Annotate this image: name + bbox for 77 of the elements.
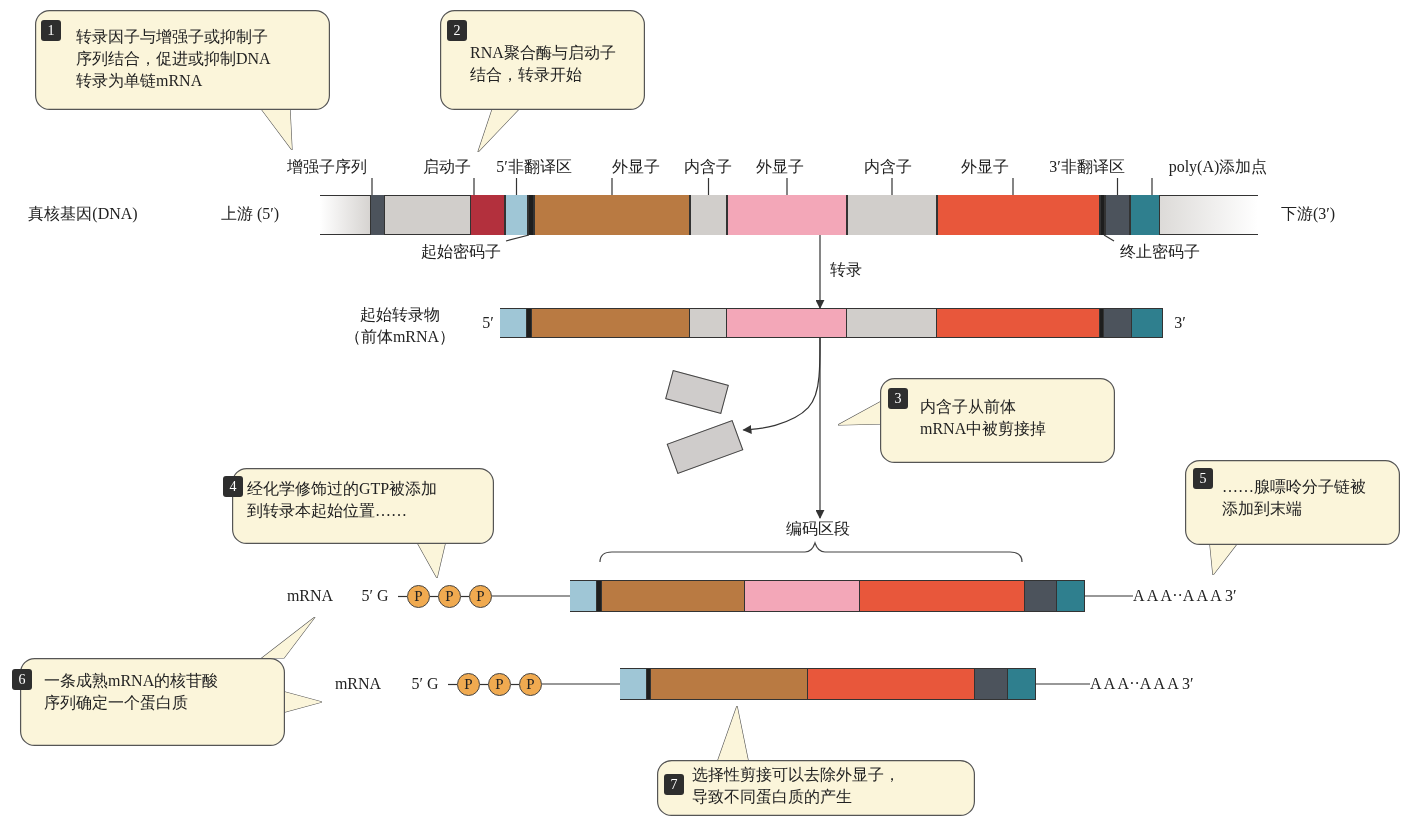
leader-line — [397, 595, 408, 598]
enhancer-segment — [370, 195, 385, 235]
phosphate-circle: P — [519, 673, 542, 696]
callout-number: 7 — [664, 774, 684, 795]
callout-text: 一条成熟mRNA的核苷酸序列确定一个蛋白质 — [44, 671, 220, 713]
callout-number: 3 — [888, 388, 908, 409]
poly-a-tail-label: A A A··A A A 3′ — [1133, 585, 1293, 607]
codon-segment — [1100, 195, 1105, 235]
mrna-strand — [620, 668, 1036, 700]
callout-text: 内含子从前体mRNA中被剪接掉 — [920, 397, 1048, 439]
strand-end-label: 3′ — [1173, 313, 1187, 333]
leader-line — [1035, 683, 1091, 685]
leader-line — [611, 177, 613, 196]
intron-segment — [690, 195, 727, 235]
segment-label: 外显子 — [955, 156, 1015, 178]
leader-line — [473, 177, 475, 196]
gene-label: 真核基因(DNA) — [27, 204, 139, 225]
leader-line — [1084, 595, 1134, 597]
callout-number: 1 — [41, 20, 61, 41]
leader-line — [505, 234, 530, 242]
arrow — [815, 234, 825, 309]
callout-number: 5 — [1193, 468, 1213, 489]
exon-segment — [534, 195, 690, 235]
segment-label: 启动子 — [418, 156, 476, 178]
promoter-segment — [470, 195, 505, 235]
leader-line — [1012, 177, 1014, 196]
mrna-label: mRNA — [285, 586, 335, 606]
segment-label: 内含子 — [678, 156, 738, 178]
phosphate-circle: P — [438, 585, 461, 608]
arrow — [742, 337, 821, 434]
callout-text: 选择性剪接可以去除外显子，导致不同蛋白质的产生 — [692, 765, 901, 807]
phosphate-circle: P — [457, 673, 480, 696]
exon-segment — [937, 195, 1100, 235]
codon-label: 起始密码子 — [414, 241, 508, 263]
segment-label: 外显子 — [750, 156, 810, 178]
region-label: 编码区段 — [780, 518, 856, 540]
codon-segment — [528, 195, 534, 235]
poly-a-tail-label: A A A··A A A 3′ — [1090, 673, 1250, 695]
callout-text: 经化学修饰过的GTP被添加到转录本起始位置…… — [247, 479, 439, 521]
strand-end-label: 上游 (5′) — [219, 204, 281, 225]
leader-line — [891, 177, 893, 196]
callout-number: 6 — [12, 669, 32, 690]
leader-line — [447, 683, 458, 686]
leader-line — [1103, 234, 1115, 242]
segment-label: 5′非翻译区 — [480, 156, 588, 178]
mrna-strand — [570, 580, 1085, 612]
callout-text: RNA聚合酶与启动子结合，转录开始 — [470, 43, 617, 85]
segment-label: 外显子 — [606, 156, 666, 178]
untranslated-region-segment — [1105, 195, 1130, 235]
leader-line — [491, 595, 571, 597]
mrna-label: mRNA — [333, 674, 383, 694]
leader-line — [541, 683, 621, 685]
callout-text: 转录因子与增强子或抑制子序列结合，促进或抑制DNA转录为单链mRNA — [76, 27, 272, 91]
phosphate-circle: P — [469, 585, 492, 608]
segment-label: 3′非翻译区 — [1033, 156, 1141, 178]
transcript-label: 起始转录物（前体mRNA） — [343, 305, 457, 347]
untranslated-region-segment — [505, 195, 528, 235]
cap-label: 5′ G — [352, 585, 398, 607]
segment-label: 增强子序列 — [280, 156, 374, 178]
segment-label: poly(A)添加点 — [1150, 156, 1286, 178]
callout-number: 4 — [223, 476, 243, 497]
strand-end-label: 5′ — [481, 313, 495, 333]
cap-label: 5′ G — [402, 673, 448, 695]
pre-mrna-strand — [500, 308, 1163, 338]
poly-a-site-segment — [1130, 195, 1160, 235]
segment-label: 内含子 — [858, 156, 918, 178]
codon-label: 终止密码子 — [1112, 241, 1208, 263]
phosphate-circle: P — [488, 673, 511, 696]
phosphate-circle: P — [407, 585, 430, 608]
intron-segment — [847, 195, 937, 235]
leader-line — [371, 177, 373, 196]
callout-number: 2 — [447, 20, 467, 41]
callout-text: ……腺嘌呤分子链被添加到末端 — [1222, 477, 1367, 519]
strand-end-label: 下游(3′) — [1279, 204, 1337, 225]
leader-line — [1151, 177, 1153, 196]
leader-line — [786, 177, 788, 196]
exon-segment — [727, 195, 847, 235]
